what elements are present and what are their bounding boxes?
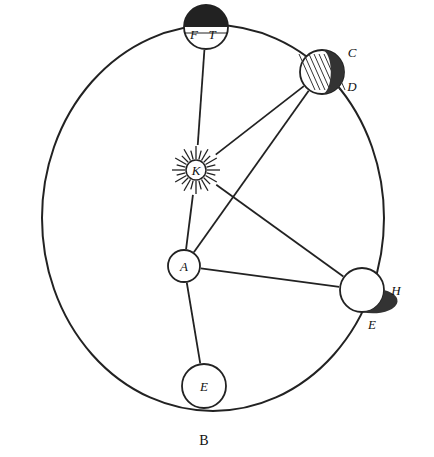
circle-outline bbox=[183, 4, 229, 50]
sight-line bbox=[216, 86, 304, 155]
point-letter: E bbox=[200, 380, 208, 393]
point-letter: D bbox=[347, 80, 356, 93]
point-letter: H bbox=[391, 284, 400, 297]
planet-circle: CD bbox=[299, 49, 345, 95]
sight-line bbox=[198, 50, 205, 145]
planet-circle: FT bbox=[183, 4, 229, 50]
sight-line bbox=[194, 91, 309, 252]
planet-circle: HE bbox=[339, 267, 385, 313]
circle-outline bbox=[299, 49, 345, 95]
orbit-circle bbox=[42, 25, 384, 411]
point-letter: C bbox=[348, 46, 357, 59]
sight-line bbox=[216, 185, 343, 277]
point-letter: T bbox=[208, 28, 215, 41]
point-letter: K bbox=[192, 164, 201, 177]
point-letter: A bbox=[180, 260, 188, 273]
sight-line bbox=[187, 283, 200, 364]
sun-symbol: K bbox=[171, 145, 221, 195]
sight-line bbox=[201, 268, 339, 287]
circle-outline bbox=[339, 267, 385, 313]
sight-line bbox=[186, 195, 193, 249]
point-letter: B bbox=[199, 434, 208, 448]
point-letter: E bbox=[368, 318, 376, 331]
point-letter: F bbox=[190, 28, 198, 41]
planet-circle: E bbox=[181, 363, 227, 409]
earth-circle: A bbox=[167, 249, 201, 283]
